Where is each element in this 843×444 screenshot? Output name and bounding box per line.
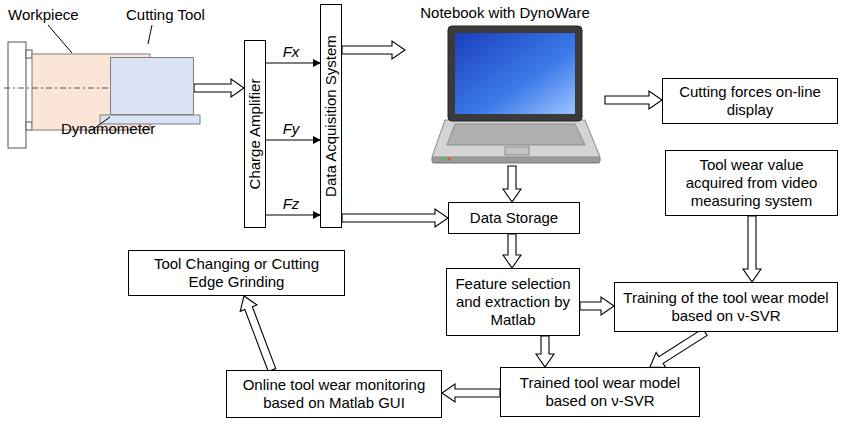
process-box: Tool wear value acquired from video meas…	[665, 150, 838, 216]
flow-arrow	[194, 79, 244, 97]
flow-arrow	[650, 329, 707, 368]
chuck-jaw	[26, 122, 32, 130]
node-text: Dynamometer	[61, 120, 155, 138]
flow-arrow	[503, 234, 521, 268]
flow-arrow	[605, 91, 662, 109]
flow-arrow	[240, 296, 276, 371]
flow-arrow	[580, 297, 614, 315]
force-label: Fz	[281, 196, 302, 213]
node-text: Online tool wear monitoring based on Mat…	[233, 376, 435, 412]
process-box: Feature selection and extraction by Matl…	[446, 268, 580, 336]
flow-arrow	[442, 384, 500, 402]
part-label: Cutting Tool	[126, 6, 205, 24]
signal-arrow	[266, 139, 320, 140]
process-box: Training of the tool wear model based on…	[614, 282, 838, 332]
laptop-screen	[455, 33, 575, 114]
node-text: Notebook with DynoWare	[405, 4, 605, 22]
leader-line	[148, 25, 152, 44]
process-box: Cutting forces on-line display	[662, 78, 838, 124]
daq-box: Data Acquisition System	[320, 4, 342, 228]
amplifier-box: Charge Amplifier	[244, 40, 266, 228]
process-box: Online tool wear monitoring based on Mat…	[226, 370, 442, 418]
laptop-led	[441, 157, 444, 160]
node-text: Data Storage	[470, 209, 558, 227]
force-label: Fx	[281, 44, 302, 61]
process-box: Data Storage	[448, 202, 580, 234]
laptop-bezel	[448, 26, 582, 121]
process-box: Tool Changing or Cutting Edge Grinding	[128, 250, 345, 296]
notebook: Notebook with DynoWare	[405, 4, 605, 166]
flow-arrow	[743, 216, 761, 282]
node-text: Cutting forces on-line display	[669, 83, 831, 119]
laptop-keyboard	[447, 124, 585, 145]
laptop-base	[432, 120, 600, 157]
force-label: Fy	[281, 121, 302, 138]
node-text: Data Acquisition System	[322, 35, 340, 197]
signal-arrow	[266, 214, 320, 215]
dynamometer-box: Dynamometer	[110, 57, 194, 115]
node-text: Training of the tool wear model based on…	[621, 289, 831, 325]
process-box: Trained tool wear model based on ν-SVR	[500, 367, 700, 417]
flow-arrow	[503, 166, 521, 202]
laptop-led	[447, 157, 450, 160]
node-text: Tool Changing or Cutting Edge Grinding	[135, 255, 338, 291]
part-label: Workpiece	[8, 6, 79, 24]
flow-arrow	[536, 336, 554, 367]
chuck-jaw	[26, 50, 32, 58]
laptop-touchpad	[505, 147, 529, 155]
node-text: Tool wear value acquired from video meas…	[672, 156, 831, 210]
flow-arrow	[342, 41, 405, 59]
node-text: Feature selection and extraction by Matl…	[453, 275, 573, 329]
node-text: Charge Amplifier	[246, 79, 264, 190]
signal-arrow	[266, 62, 320, 63]
node-text: Trained tool wear model based on ν-SVR	[507, 374, 693, 410]
chuck	[8, 42, 26, 148]
flow-arrow	[342, 209, 448, 227]
leader-line	[48, 25, 72, 53]
